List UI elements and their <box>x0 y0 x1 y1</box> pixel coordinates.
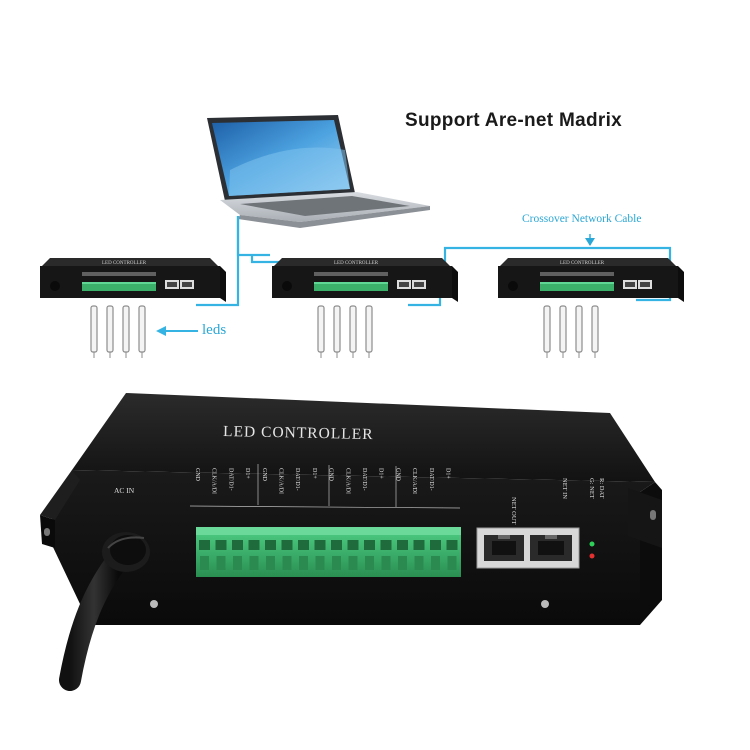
mini-controller-3 <box>498 258 684 302</box>
terminal-socket <box>447 556 457 570</box>
pin-label: CLK/A/DI <box>411 468 417 494</box>
mini-controller-2 <box>272 258 458 302</box>
terminal-socket <box>431 556 440 570</box>
network-ports[interactable] <box>476 527 580 569</box>
terminal-socket <box>266 556 275 570</box>
terminal-screw <box>413 540 425 550</box>
terminal-socket <box>414 556 424 570</box>
pin-label: D1+ <box>378 468 384 479</box>
pin-label: D1+ <box>311 468 317 479</box>
pin-label: D1+ <box>445 468 451 479</box>
led-legend-net: G: NET <box>588 478 595 499</box>
pin-label: CLK/A/DI <box>211 468 217 494</box>
headline: Support Are-net Madrix <box>405 110 623 131</box>
pin-label: CLK/A/DI <box>278 468 284 494</box>
terminal-socket <box>200 556 209 570</box>
terminal-screw <box>215 540 227 550</box>
pin-label: DAT/D1- <box>428 468 434 491</box>
terminal-socket <box>282 556 292 570</box>
leds-label: leds <box>202 322 227 338</box>
terminal-socket <box>216 556 226 570</box>
terminal-screw <box>397 540 408 550</box>
terminal-screw <box>298 540 309 550</box>
data-status-led <box>589 553 595 559</box>
pin-label: GND <box>328 468 334 482</box>
net-out-label: NET OUT <box>510 497 517 525</box>
laptop <box>207 115 430 228</box>
terminal-screw <box>347 540 359 550</box>
pin-label: DAT/D1- <box>361 468 367 491</box>
terminal-screw <box>446 540 458 550</box>
terminal-screw <box>430 540 441 550</box>
arrow-left-icon <box>156 326 198 336</box>
terminal-socket <box>381 556 391 570</box>
pin-label: GND <box>394 468 400 482</box>
pin-label: GND <box>261 468 267 482</box>
terminal-screw <box>331 540 342 550</box>
crossover-cable-label: Crossover Network Cable <box>522 213 642 225</box>
mini-controller-1 <box>40 258 226 302</box>
terminal-socket <box>348 556 358 570</box>
led-strip-2 <box>317 305 373 359</box>
pin-label: DAT/D1- <box>227 468 233 491</box>
net-status-led <box>589 541 595 547</box>
screw-icon <box>541 600 549 608</box>
led-controller-device: LED CONTROLLER AC IN GND CLK/A/DI DAT/D1- D… <box>40 393 662 691</box>
terminal-socket <box>315 556 325 570</box>
terminal-socket <box>332 556 341 570</box>
terminal-screw <box>232 540 243 550</box>
terminal-socket <box>233 556 242 570</box>
terminal-screw <box>281 540 293 550</box>
power-cable <box>59 532 150 691</box>
power-label: AC IN <box>114 486 135 495</box>
terminal-screw <box>248 540 260 550</box>
terminal-block <box>196 527 461 577</box>
pin-labels: GND CLK/A/DI DAT/D1- D1+ GND CLK/A/DI DAT/D1- D… <box>194 468 451 494</box>
terminal-socket <box>299 556 308 570</box>
terminal-socket <box>398 556 407 570</box>
terminal-socket <box>249 556 259 570</box>
arrow-down-icon <box>585 238 595 246</box>
terminal-socket <box>365 556 374 570</box>
terminal-screw <box>364 540 375 550</box>
led-strip-3 <box>543 305 599 359</box>
pin-label: DAT/D1- <box>294 468 300 491</box>
terminal-screw <box>380 540 392 550</box>
led-strip-1 <box>90 305 146 359</box>
pin-label-panel <box>189 464 461 509</box>
led-legend-dat: R: DAT <box>598 478 605 498</box>
pin-label: GND <box>194 468 200 482</box>
terminal-screw <box>199 540 210 550</box>
pin-label: CLK/A/DI <box>344 468 350 494</box>
pin-label: D1+ <box>244 468 250 479</box>
screw-icon <box>150 600 158 608</box>
device-title: LED CONTROLLER <box>223 423 374 443</box>
net-in-label: NET IN <box>561 478 568 499</box>
terminal-screw <box>265 540 276 550</box>
terminal-screw <box>314 540 326 550</box>
